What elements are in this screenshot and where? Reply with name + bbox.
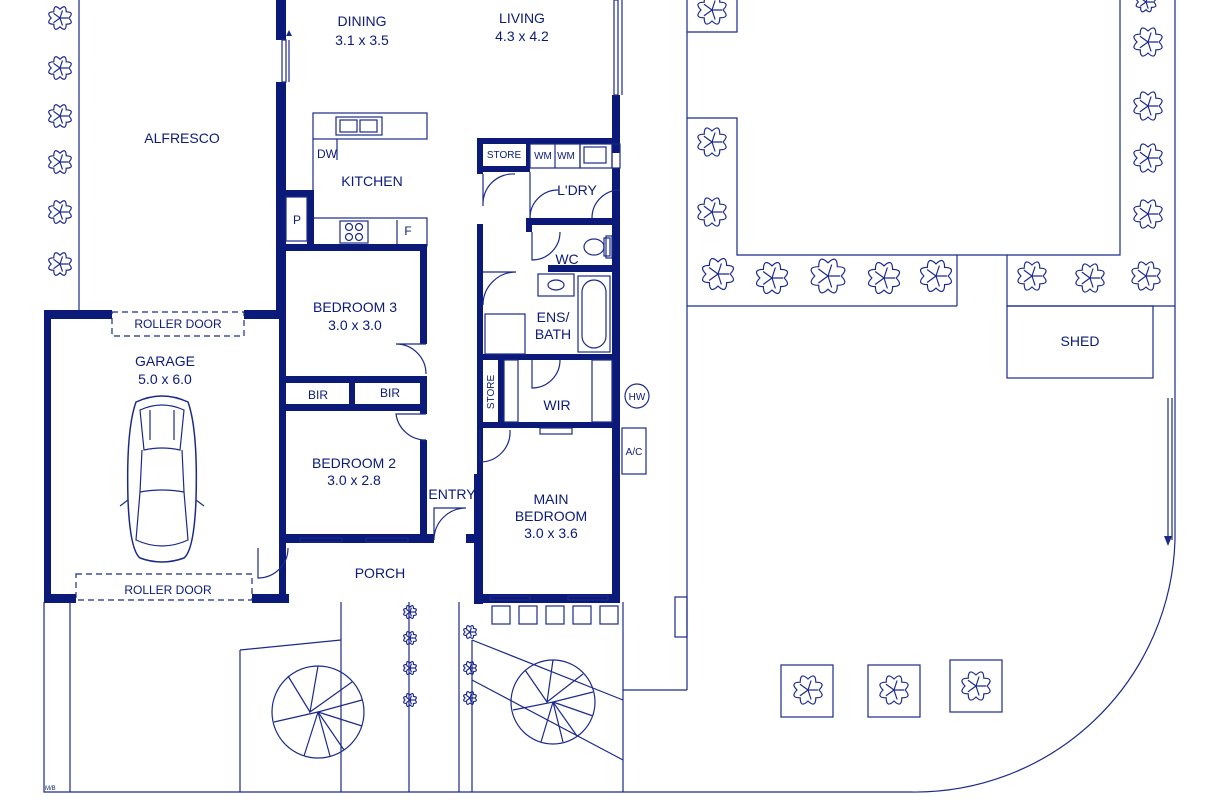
door-swings [257, 172, 621, 579]
car-icon [119, 395, 205, 563]
roller-door-top [111, 311, 245, 337]
room-porch-name: PORCH [355, 565, 406, 581]
room-dining-size: 3.1 x 3.5 [335, 32, 389, 48]
room-bedroom3-name: BEDROOM 3 [313, 299, 397, 315]
room-labels: DINING 3.1 x 3.5 LIVING 4.3 x 4.2 ALFRES… [135, 10, 1099, 581]
room-dining-name: DINING [338, 13, 387, 29]
store-side-label: STORE [486, 375, 497, 410]
shrub-icon [403, 631, 417, 645]
garage-walls [44, 300, 286, 603]
shrub-icon [463, 625, 477, 639]
hot-water-label: HW [629, 392, 646, 403]
dishwasher-label: DW [317, 147, 338, 161]
room-wir-name: WIR [543, 397, 570, 413]
house-walls [276, 0, 650, 604]
shrub-icon [1133, 143, 1163, 173]
room-alfresco-name: ALFRESCO [144, 130, 220, 146]
room-garage-name: GARAGE [135, 353, 195, 369]
shrub-icon [1075, 263, 1105, 293]
shrub-icon [48, 104, 72, 128]
kitchen-appliances [339, 119, 378, 242]
wm-b-label: WM [557, 151, 575, 162]
shrub-icon [48, 56, 72, 80]
shrub-icon [701, 257, 735, 291]
shrub-icon [810, 258, 846, 294]
room-main-bedroom-size: 3.0 x 3.6 [524, 525, 578, 541]
shrub-icon [793, 675, 823, 705]
shrub-icon [403, 605, 417, 619]
room-shed-name: SHED [1061, 333, 1100, 349]
room-bedroom2-size: 3.0 x 2.8 [327, 472, 381, 488]
room-laundry-name: L'DRY [557, 182, 597, 198]
bir-b-label: BIR [380, 386, 400, 400]
shrub-icon [463, 691, 477, 705]
room-wc-name: WC [555, 251, 578, 267]
shrub-icon [403, 661, 417, 675]
shrub-group [48, 0, 1163, 707]
shrub-icon [697, 0, 727, 25]
room-main-bedroom-line2: BEDROOM [515, 508, 587, 524]
shrub-icon [1131, 261, 1161, 291]
shrub-icon [867, 261, 901, 295]
room-bedroom3-size: 3.0 x 3.0 [328, 317, 382, 333]
shrub-icon [1133, 199, 1163, 229]
shrub-icon [697, 127, 727, 157]
shrub-icon [697, 197, 727, 227]
pantry-label: P [293, 213, 301, 227]
shrub-icon [1133, 27, 1163, 57]
fridge-label: F [404, 224, 411, 238]
shrub-icon [919, 259, 953, 293]
shrub-icon [403, 693, 417, 707]
store-top-label: STORE [487, 150, 522, 161]
room-main-bedroom-line1: MAIN [534, 491, 569, 507]
fixture-labels: ROLLER DOOR ROLLER DOOR DW P F BIR BIR S… [45, 147, 646, 792]
wm-a-label: WM [534, 151, 552, 162]
air-con-label: A/C [626, 447, 643, 458]
shrub-icon [1133, 91, 1163, 121]
shrub-icon [1135, 0, 1157, 13]
meter-box-label: M/B [45, 786, 56, 792]
room-garage-size: 5.0 x 6.0 [138, 371, 192, 387]
shrub-icon [48, 252, 72, 276]
room-living-name: LIVING [499, 10, 545, 26]
roller-door-top-label: ROLLER DOOR [134, 317, 222, 331]
site-outline [43, 0, 1176, 793]
room-ensuite-line1: ENS/ [537, 309, 570, 325]
roller-door-bottom [75, 573, 253, 601]
shrub-icon [48, 200, 72, 224]
room-living-size: 4.3 x 4.2 [495, 28, 549, 44]
shrub-icon [879, 675, 909, 705]
shrub-icon [755, 261, 789, 295]
front-tree-left [271, 665, 365, 759]
room-ensuite-line2: BATH [535, 326, 571, 342]
room-entry-name: ENTRY [428, 486, 476, 502]
shrub-icon [463, 661, 477, 675]
bir-a-label: BIR [308, 388, 328, 402]
shrub-icon [1017, 261, 1047, 291]
room-kitchen-name: KITCHEN [341, 173, 402, 189]
shrub-icon [961, 671, 991, 701]
room-bedroom2-name: BEDROOM 2 [312, 455, 396, 471]
shrub-icon [48, 6, 72, 30]
front-tree-right [510, 659, 596, 745]
roller-door-bottom-label: ROLLER DOOR [124, 583, 212, 597]
shrub-icon [48, 150, 72, 174]
